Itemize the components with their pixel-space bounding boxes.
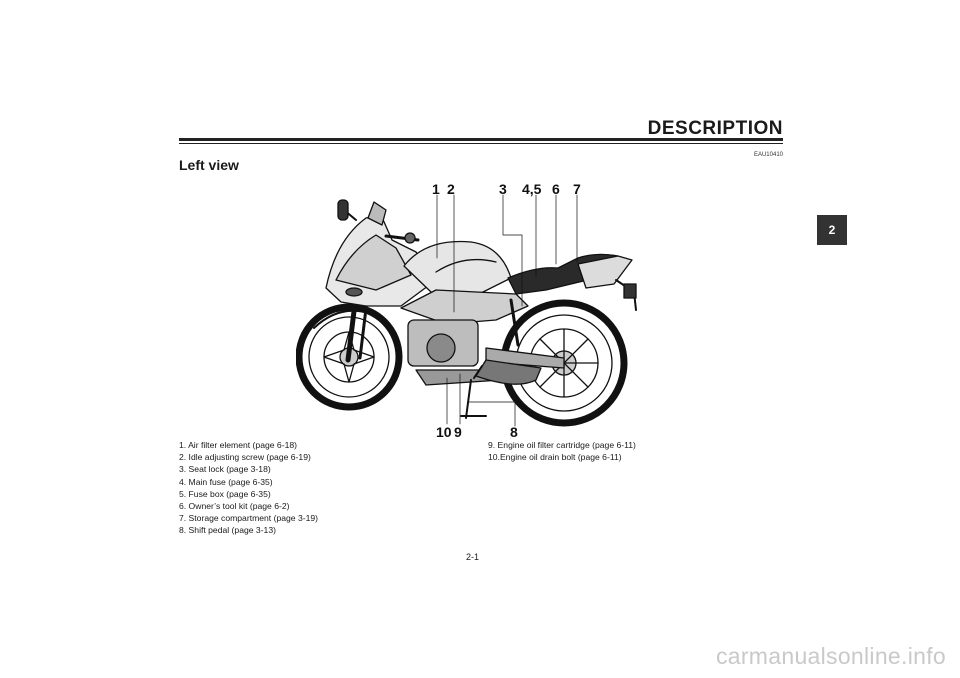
legend-item: 9. Engine oil filter cartridge (page 6-1… [488, 440, 636, 450]
legend-right: 9. Engine oil filter cartridge (page 6-1… [488, 439, 636, 463]
callout-2: 2 [447, 181, 455, 197]
legend-item: 7. Storage compartment (page 3-19) [179, 513, 319, 524]
motorcycle-illustration: 1 2 3 4,5 6 7 10 9 8 [296, 181, 637, 440]
reference-code: EAU10410 [753, 152, 783, 158]
legend-item: 1. Air filter element (page 6-18) [179, 440, 297, 450]
header-rule-thick [179, 138, 783, 141]
callout-9: 9 [454, 424, 462, 440]
page-number: 2-1 [466, 552, 480, 562]
legend-item: 3. Seat lock (page 3-18) [179, 464, 271, 475]
callout-4-5: 4,5 [522, 181, 542, 197]
chapter-tab[interactable]: 2 [817, 215, 847, 245]
callout-1: 1 [432, 181, 440, 197]
legend-item: 2. Idle adjusting screw (page 6-19) [179, 452, 311, 463]
callout-10: 10 [436, 424, 452, 440]
legend-item: 5. Fuse box (page 6-35) [179, 488, 271, 499]
legend-item: 10.Engine oil drain bolt (page 6-11) [488, 452, 622, 463]
page-title: DESCRIPTION [647, 118, 783, 139]
front-wheel [296, 303, 403, 411]
legend-item: 6. Owner’s tool kit (page 6-2) [179, 501, 290, 512]
callout-3: 3 [499, 181, 507, 197]
legend-left: 1. Air filter element (page 6-18) 2. Idl… [179, 439, 318, 537]
callout-7: 7 [573, 181, 581, 197]
header-rule-thin [179, 143, 783, 144]
legend-item: 4. Main fuse (page 6-35) [179, 476, 273, 487]
section-heading: Left view [179, 157, 239, 173]
legend-item: 8. Shift pedal (page 3-13) [179, 525, 276, 536]
callout-8: 8 [510, 424, 518, 440]
watermark-link[interactable]: carmanualsonline.info [715, 643, 946, 669]
callout-6: 6 [552, 181, 560, 197]
